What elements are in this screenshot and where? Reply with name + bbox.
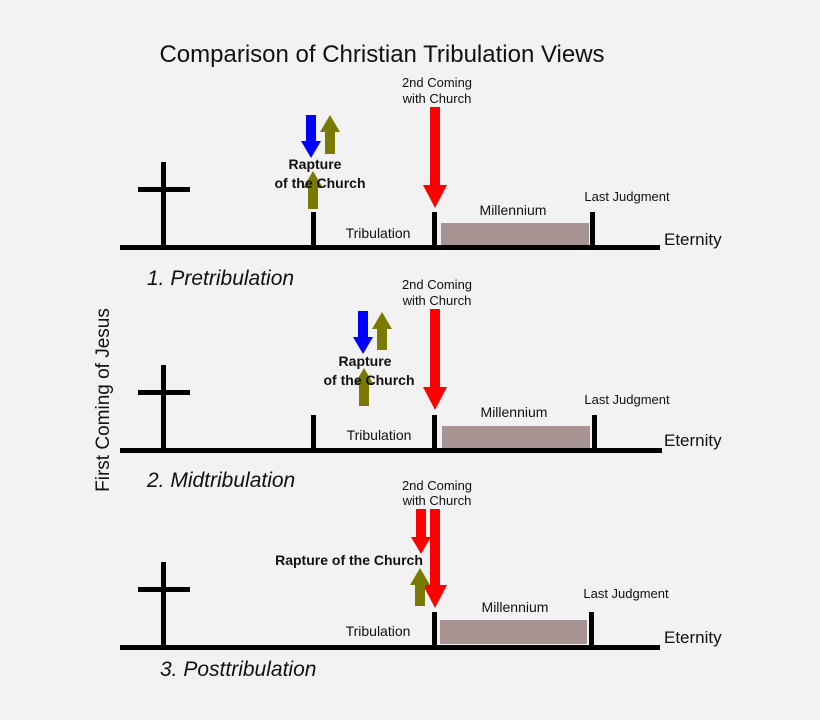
- eternity-label: Eternity: [664, 628, 722, 647]
- tribulation-label: Tribulation: [346, 623, 411, 639]
- millennium-label: Millennium: [481, 404, 548, 420]
- panel-midtribulation: 2nd Coming with Church Rapture of the Ch…: [120, 277, 722, 492]
- red-arrow-down-icon: [423, 309, 447, 410]
- last-judgment-label: Last Judgment: [584, 189, 670, 204]
- panel-pretribulation: 2nd Coming with Church Rapture of the Ch…: [120, 75, 722, 290]
- millennium-bar: [440, 620, 587, 644]
- rapture-label: Rapture of the Church: [275, 552, 423, 568]
- last-judgment-tick: [590, 212, 595, 248]
- millennium-bar: [442, 426, 590, 448]
- red-arrow-down-icon: [411, 509, 431, 554]
- red-arrow-down-icon: [423, 107, 447, 208]
- cross-icon: [138, 162, 190, 248]
- olive-arrow-up-icon: [303, 171, 323, 209]
- last-judgment-tick: [592, 415, 597, 451]
- view-caption: 2. Midtribulation: [146, 469, 295, 492]
- rapture-label: of the Church: [275, 175, 366, 191]
- last-judgment-tick: [589, 612, 594, 648]
- blue-arrow-down-icon: [353, 311, 373, 354]
- rapture-label: Rapture: [339, 353, 392, 369]
- cross-icon: [138, 365, 190, 451]
- eternity-label: Eternity: [664, 230, 722, 249]
- rapture-label: of the Church: [324, 372, 415, 388]
- last-judgment-label: Last Judgment: [584, 392, 670, 407]
- timeline-line: [120, 245, 660, 250]
- second-coming-tick: [432, 415, 437, 451]
- last-judgment-label: Last Judgment: [583, 586, 669, 601]
- tribulation-label: Tribulation: [347, 427, 412, 443]
- timeline-line: [120, 448, 662, 453]
- millennium-bar: [441, 223, 589, 245]
- red-arrow-down-icon: [423, 509, 447, 608]
- olive-arrow-up-icon: [410, 568, 430, 606]
- cross-icon: [138, 562, 190, 648]
- second-coming-label: 2nd Coming: [402, 277, 472, 292]
- second-coming-label: 2nd Coming: [402, 75, 472, 90]
- diagram-title: Comparison of Christian Tribulation View…: [159, 41, 604, 68]
- second-coming-label: with Church: [402, 293, 472, 308]
- millennium-label: Millennium: [480, 202, 547, 218]
- view-caption: 1. Pretribulation: [147, 267, 294, 290]
- tribulation-label: Tribulation: [346, 225, 411, 241]
- olive-arrow-up-icon: [320, 115, 340, 154]
- tribulation-start-tick: [311, 415, 316, 451]
- second-coming-tick: [432, 212, 437, 248]
- millennium-label: Millennium: [482, 599, 549, 615]
- olive-arrow-up-icon: [372, 312, 392, 350]
- eternity-label: Eternity: [664, 431, 722, 450]
- second-coming-tick: [432, 612, 437, 648]
- timeline-line: [120, 645, 660, 650]
- rapture-tick: [311, 212, 316, 248]
- second-coming-label: with Church: [402, 493, 472, 508]
- second-coming-label: with Church: [402, 91, 472, 106]
- side-label: First Coming of Jesus: [93, 308, 114, 492]
- panel-posttribulation: 2nd Coming with Church Rapture of the Ch…: [120, 478, 722, 681]
- blue-arrow-down-icon: [301, 115, 321, 158]
- second-coming-label: 2nd Coming: [402, 478, 472, 493]
- olive-arrow-up-icon: [354, 368, 374, 406]
- rapture-label: Rapture: [289, 156, 342, 172]
- view-caption: 3. Posttribulation: [160, 658, 316, 681]
